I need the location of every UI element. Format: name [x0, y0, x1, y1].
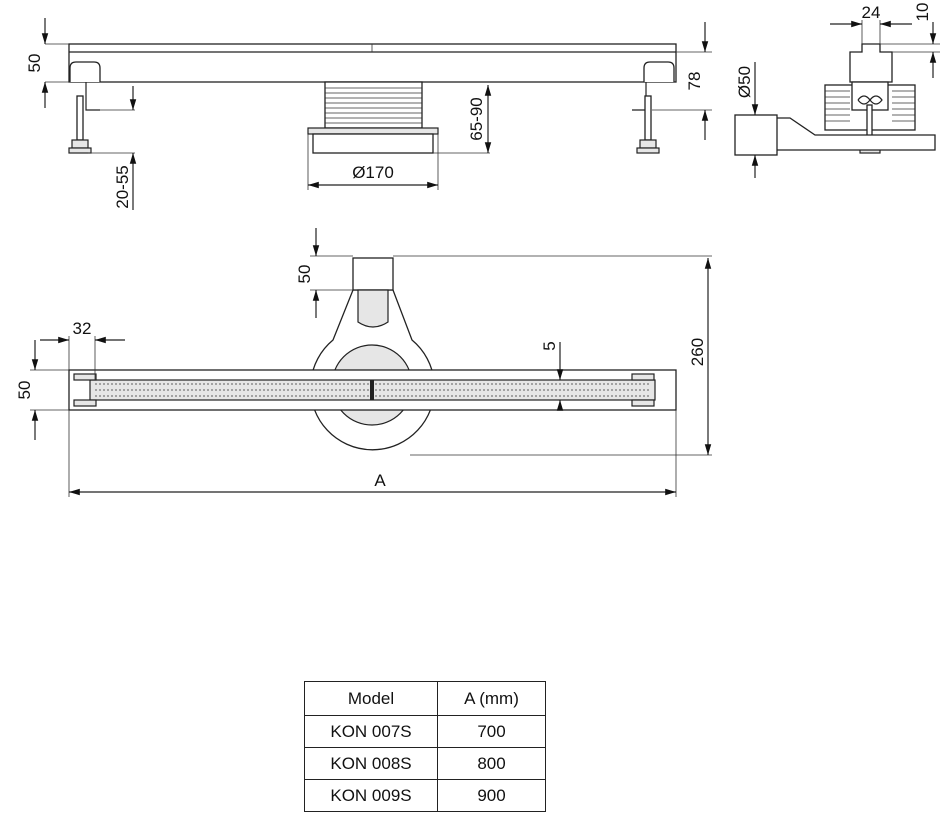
dim-end-width: 32 [73, 319, 92, 338]
cell-model: KON 009S [304, 779, 438, 812]
leveling-foot-left [68, 95, 92, 154]
model-dimension-table: Model A (mm) KON 007S 700 KON 008S 800 K… [304, 681, 546, 812]
plan-view: 260 50 32 50 5 A [15, 228, 712, 497]
dim-flange-diameter: Ø170 [352, 163, 394, 182]
table-row: KON 007S 700 [304, 715, 546, 748]
dim-foot-adjust: 20-55 [113, 165, 132, 208]
dim-depth-total: 260 [688, 338, 707, 366]
header-a: A (mm) [437, 681, 546, 716]
dim-cap-width: 24 [862, 3, 881, 22]
dim-cap-height: 10 [913, 3, 932, 22]
leveling-foot-right [636, 95, 660, 154]
dim-pipe-diameter: Ø50 [735, 66, 754, 98]
cell-model: KON 008S [304, 747, 438, 780]
dim-total-height: 78 [685, 72, 704, 91]
cell-a: 900 [437, 779, 546, 812]
end-view: 24 10 Ø50 [734, 3, 940, 178]
dim-grate-gap: 5 [540, 341, 559, 350]
header-model: Model [304, 681, 438, 716]
outlet-bellows [307, 81, 439, 154]
table-row: KON 008S 800 [304, 747, 546, 780]
dim-outlet-offset: 50 [295, 265, 314, 284]
side-elevation-view: 50 78 65-90 20-55 Ø170 [25, 18, 712, 210]
dim-channel-width: 50 [15, 381, 34, 400]
dim-length: A [374, 471, 386, 490]
dim-side-height: 50 [25, 54, 44, 73]
dim-outlet-height: 65-90 [467, 97, 486, 140]
table-header-row: Model A (mm) [304, 681, 546, 716]
cell-model: KON 007S [304, 715, 438, 748]
cell-a: 700 [437, 715, 546, 748]
table-row: KON 009S 900 [304, 779, 546, 812]
cell-a: 800 [437, 747, 546, 780]
